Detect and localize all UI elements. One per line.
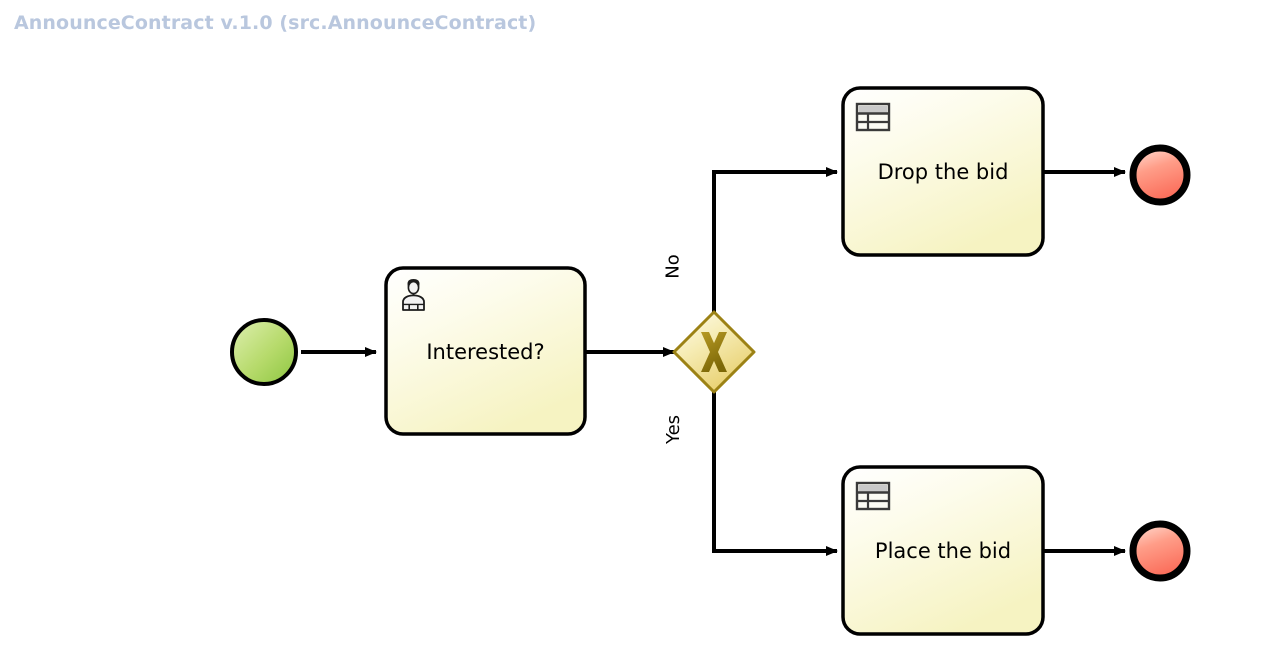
drop-the-bid-task-body[interactable] [841, 86, 1045, 257]
start-event-circle[interactable] [230, 318, 298, 386]
sequence-flows [301, 167, 1126, 556]
exclusive-gateway[interactable] [672, 310, 756, 394]
flow-label-yes: Yes [663, 414, 685, 445]
drop-the-bid-task[interactable] [841, 86, 1045, 257]
flow-gateway-yes [712, 384, 838, 556]
place-the-bid-task[interactable] [841, 465, 1045, 636]
table-icon [855, 481, 891, 511]
flow-label-no: No [662, 254, 684, 279]
table-icon [855, 102, 891, 132]
interested-task-body[interactable] [384, 266, 587, 436]
user-icon [402, 279, 425, 311]
page-title: AnnounceContract v.1.0 (src.AnnounceCont… [14, 12, 537, 34]
place-the-bid-task-body[interactable] [841, 465, 1045, 636]
end-event-place-circle[interactable] [1129, 520, 1191, 582]
interested-task[interactable] [384, 266, 587, 436]
end-event-drop[interactable] [1129, 144, 1191, 206]
end-event-place[interactable] [1129, 520, 1191, 582]
gateway-x-symbol [701, 332, 727, 372]
start-event[interactable] [230, 318, 298, 386]
flow-gateway-no [712, 167, 838, 320]
end-event-drop-circle[interactable] [1129, 144, 1191, 206]
